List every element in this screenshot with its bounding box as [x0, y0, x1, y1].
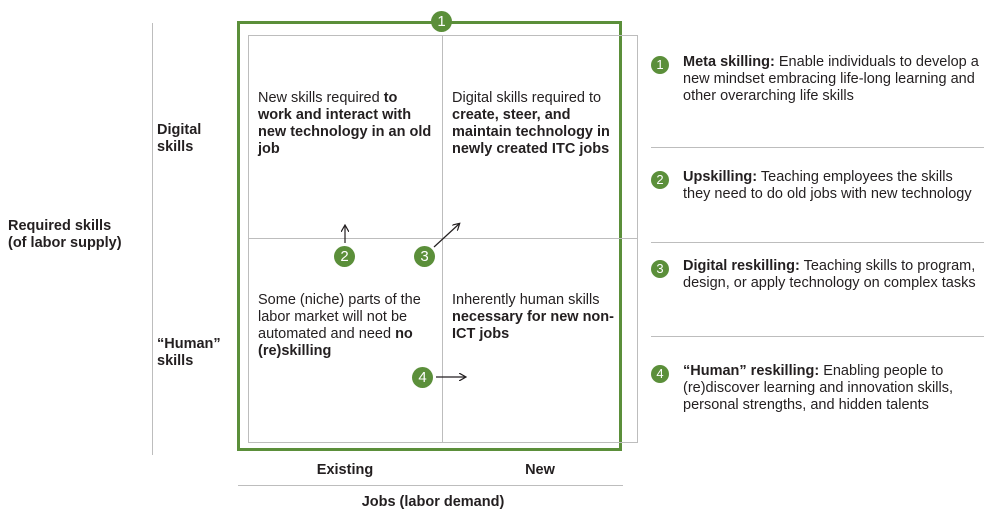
legend-title-1: Meta skilling: [683, 54, 775, 70]
quadrant-bottom-left-bold: no (re)skilling [258, 326, 413, 359]
x-axis-line [238, 485, 623, 486]
grid-center [248, 238, 638, 239]
legend-desc-4: Enabling people to (re)discover learning… [683, 363, 953, 413]
legend-divider-3 [651, 336, 984, 337]
y-axis-title: Required skills (of labor supply) [8, 218, 148, 252]
legend-desc-3: Teaching skills to program, design, or a… [683, 258, 976, 291]
y-axis-title-line1: Required skills [8, 218, 112, 234]
row-label-human: “Human” skills [157, 336, 221, 370]
legend-text-2: Upskilling: Teaching employees the skill… [683, 169, 981, 203]
row-label-human-line1: “Human” [157, 336, 221, 352]
marker-4: 4 [412, 367, 433, 388]
quadrant-top-left-bold: to work and interact with new technology… [258, 90, 432, 157]
quadrant-top-right-bold: create, steer, and maintain technology i… [452, 107, 610, 157]
legend-desc-1: Enable individuals to develop a new mind… [683, 54, 979, 104]
legend-marker-1: 1 [651, 56, 669, 74]
col-label-new: New [525, 462, 555, 478]
quadrant-bottom-left-text: Some (niche) parts of the labor market w… [258, 292, 421, 342]
row-label-digital-line1: Digital [157, 122, 202, 138]
col-label-existing: Existing [316, 462, 374, 478]
row-label-human-line2: skills [157, 353, 194, 369]
quadrant-bottom-right-text: Inherently human skills [452, 292, 600, 308]
grid-top [248, 35, 638, 36]
marker-1: 1 [431, 11, 452, 32]
quadrant-bottom-right: Inherently human skills necessary for ne… [452, 292, 630, 343]
marker-3: 3 [414, 246, 435, 267]
x-axis-title: Jobs (labor demand) [361, 494, 505, 510]
legend-text-3: Digital reskilling: Teaching skills to p… [683, 258, 981, 292]
y-axis-line [152, 23, 153, 455]
marker-2: 2 [334, 246, 355, 267]
legend-text-1: Meta skilling: Enable individuals to dev… [683, 54, 981, 105]
quadrant-bottom-left: Some (niche) parts of the labor market w… [258, 292, 426, 360]
legend-title-3: Digital reskilling: [683, 258, 800, 274]
quadrant-bottom-right-bold: necessary for new non-ICT jobs [452, 309, 614, 342]
row-label-digital-line2: skills [157, 139, 194, 155]
legend-marker-3: 3 [651, 260, 669, 278]
legend-divider-1 [651, 147, 984, 148]
legend-text-4: “Human” reskilling: Enabling people to (… [683, 363, 981, 414]
y-axis-title-line2: (of labor supply) [8, 235, 122, 251]
legend-marker-2: 2 [651, 171, 669, 189]
legend-title-4: “Human” reskilling: [683, 363, 820, 379]
legend-divider-2 [651, 242, 984, 243]
quadrant-top-right: Digital skills required to create, steer… [452, 90, 630, 158]
quadrant-top-left: New skills required to work and interact… [258, 90, 434, 158]
grid-bottom [248, 442, 638, 443]
meta-skilling-frame [237, 21, 622, 451]
row-label-digital: Digital skills [157, 122, 201, 156]
legend-marker-4: 4 [651, 365, 669, 383]
quadrant-top-left-text: New skills required [258, 90, 384, 106]
quadrant-top-right-text: Digital skills required to [452, 90, 602, 106]
legend-title-2: Upskilling: [683, 169, 758, 185]
legend-desc-2: Teaching employees the skills they need … [683, 169, 972, 202]
